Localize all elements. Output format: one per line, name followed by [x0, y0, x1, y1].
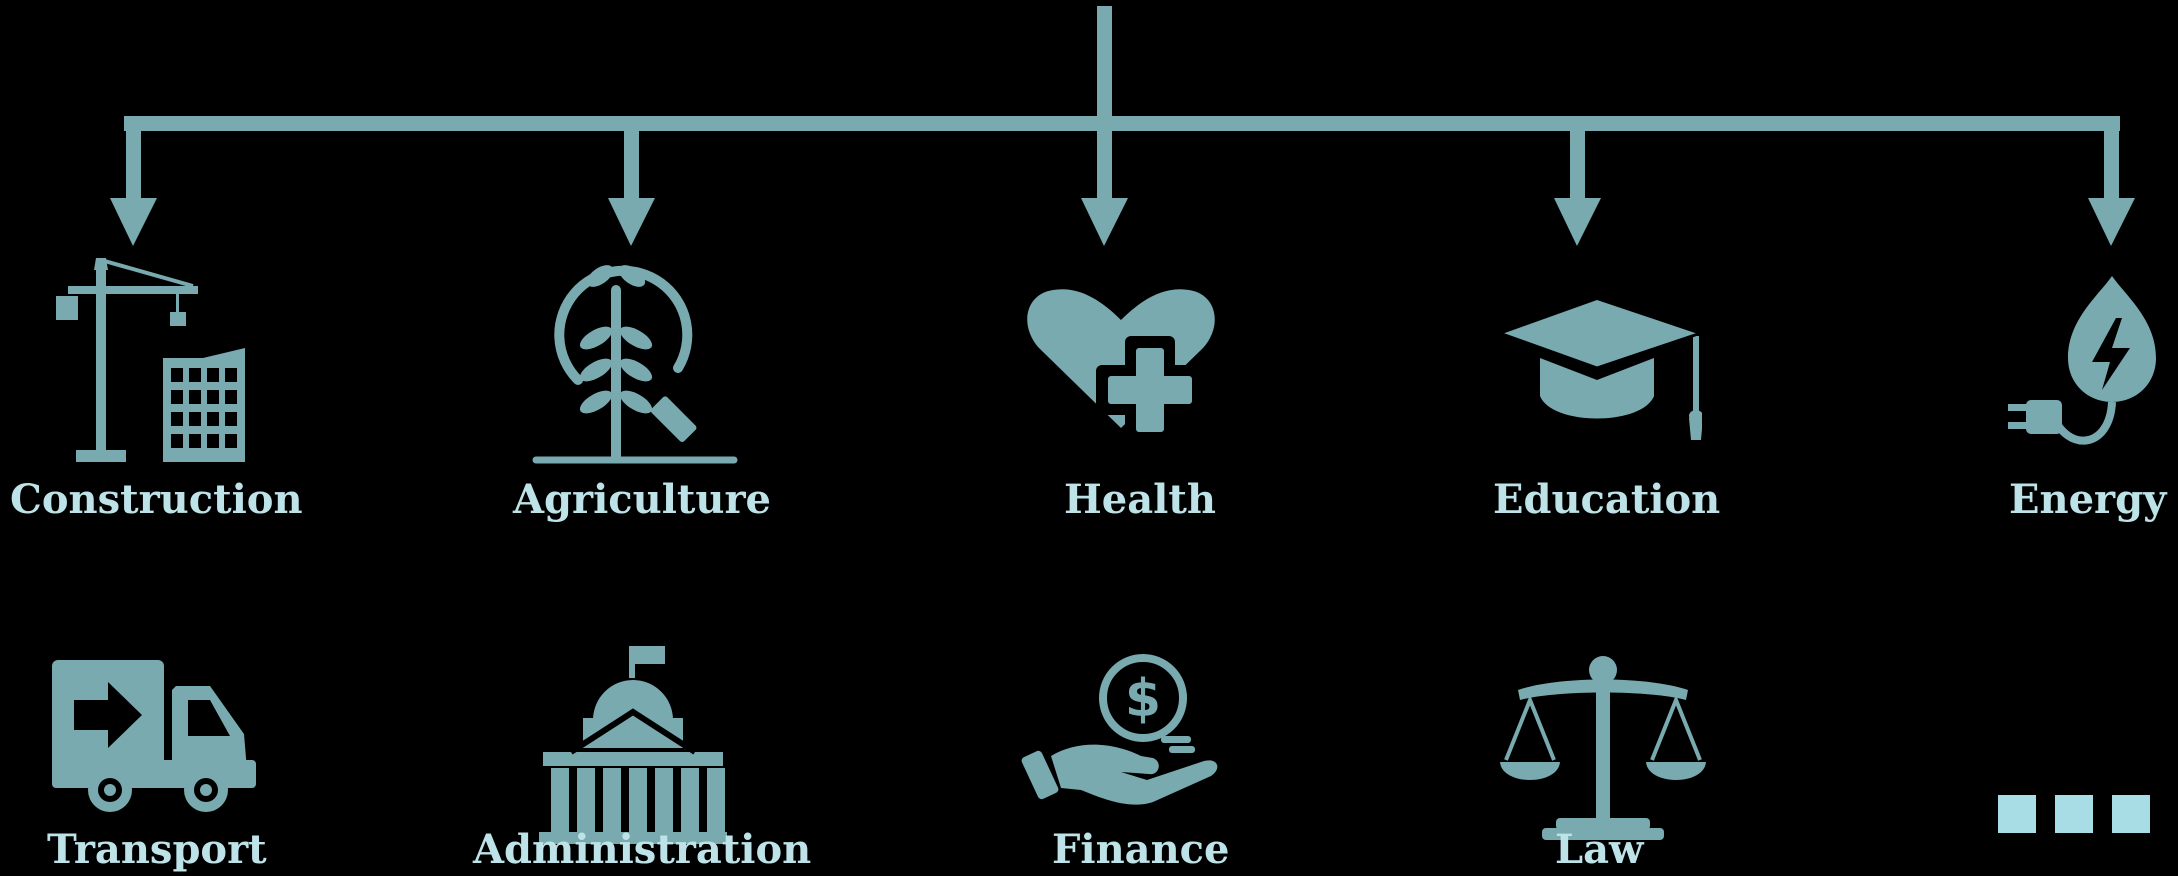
svg-text:$: $: [1125, 669, 1161, 729]
category-label-transport: Transport: [47, 826, 267, 873]
government-building-icon: [539, 646, 727, 844]
drop-line-construction: [126, 116, 141, 206]
category-label-finance: Finance: [1052, 826, 1230, 873]
arrowhead-education: [1554, 198, 1601, 246]
category-label-agriculture: Agriculture: [513, 476, 771, 523]
arrowhead-agriculture: [608, 198, 655, 246]
graduation-cap-icon: [1501, 300, 1702, 440]
arrowhead-energy: [2088, 198, 2135, 246]
more-indicator: [1998, 795, 2150, 833]
heart-plus-icon: [1027, 289, 1215, 444]
category-label-construction: Construction: [10, 476, 303, 523]
arrowhead-construction: [110, 198, 157, 246]
category-label-law: Law: [1555, 826, 1644, 873]
trunk-line: [1097, 6, 1112, 206]
more-dot: [2055, 795, 2093, 833]
drop-line-agriculture: [624, 116, 639, 206]
more-dot: [2112, 795, 2150, 833]
category-label-administration: Administration: [473, 826, 812, 873]
category-label-education: Education: [1493, 476, 1721, 523]
drop-line-education: [1570, 116, 1585, 206]
crane-building-icon: [56, 258, 245, 462]
scales-icon: [1500, 656, 1706, 840]
plant-magnifier-icon: [532, 265, 738, 464]
category-label-energy: Energy: [2009, 476, 2167, 523]
horizontal-bar: [124, 116, 2120, 131]
hand-coin-icon: $: [1021, 654, 1218, 805]
delivery-truck-icon: [52, 660, 256, 812]
arrowhead-health: [1081, 198, 1128, 246]
more-dot: [1998, 795, 2036, 833]
drop-line-energy: [2104, 116, 2119, 206]
category-label-health: Health: [1064, 476, 1216, 523]
energy-drop-plug-icon: [2008, 276, 2156, 445]
